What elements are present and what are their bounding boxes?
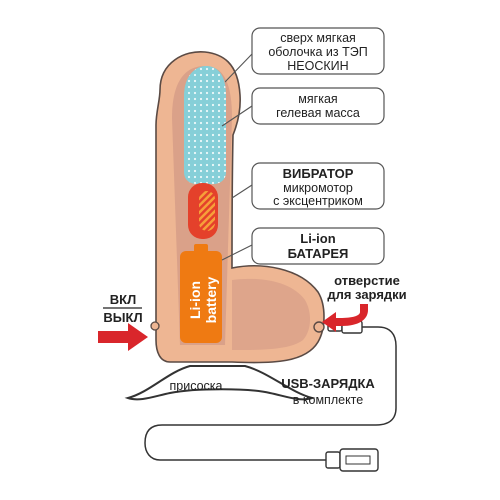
callout-battery: Li-ion БАТАРЕЯ [251,227,385,265]
usb-plug [339,448,379,472]
suction-cup-label: присоска [170,379,223,393]
battery-label-line2: battery [203,276,219,323]
svg-text:гелевая масса: гелевая масса [276,106,360,120]
battery: Li-ion battery [180,244,222,343]
svg-text:USB-ЗАРЯДКА: USB-ЗАРЯДКА [281,376,375,391]
battery-label-line1: Li-ion [187,281,203,319]
svg-text:мягкая: мягкая [298,92,337,106]
svg-text:оболочка из ТЭП: оболочка из ТЭП [268,45,367,59]
callout-tpe-shell: сверх мягкая оболочка из ТЭП НЕОСКИН [251,27,385,75]
suction-cup [124,365,316,401]
svg-text:микромотор: микромотор [283,181,353,195]
svg-text:Li-ion: Li-ion [300,231,335,246]
charging-port-label: отверстие для зарядки [327,273,406,302]
svg-text:НЕОСКИН: НЕОСКИН [287,59,348,73]
callout-vibrator: ВИБРАТОР микромотор с эксцентриком [251,162,385,210]
svg-text:отверстие: отверстие [334,273,400,288]
svg-text:в комплекте: в комплекте [293,393,363,407]
power-button-label: ВКЛ ВЫКЛ [103,292,143,325]
callout-gel-mass: мягкая гелевая масса [251,87,385,125]
usb-charging-label: USB-ЗАРЯДКА в комплекте [281,376,375,407]
svg-text:ВИБРАТОР: ВИБРАТОР [283,166,354,181]
vibrator-motor [188,183,218,239]
svg-text:ВКЛ: ВКЛ [110,292,136,307]
svg-text:для зарядки: для зарядки [327,287,406,302]
power-arrow-icon [98,323,148,351]
leader-lines [221,53,253,261]
svg-text:БАТАРЕЯ: БАТАРЕЯ [288,246,349,261]
svg-text:с эксцентриком: с эксцентриком [273,194,363,208]
gel-mass [184,66,226,184]
charging-arrow-icon [322,304,368,332]
svg-text:сверх мягкая: сверх мягкая [280,31,356,45]
svg-text:ВЫКЛ: ВЫКЛ [103,310,142,325]
charging-port [313,321,325,333]
